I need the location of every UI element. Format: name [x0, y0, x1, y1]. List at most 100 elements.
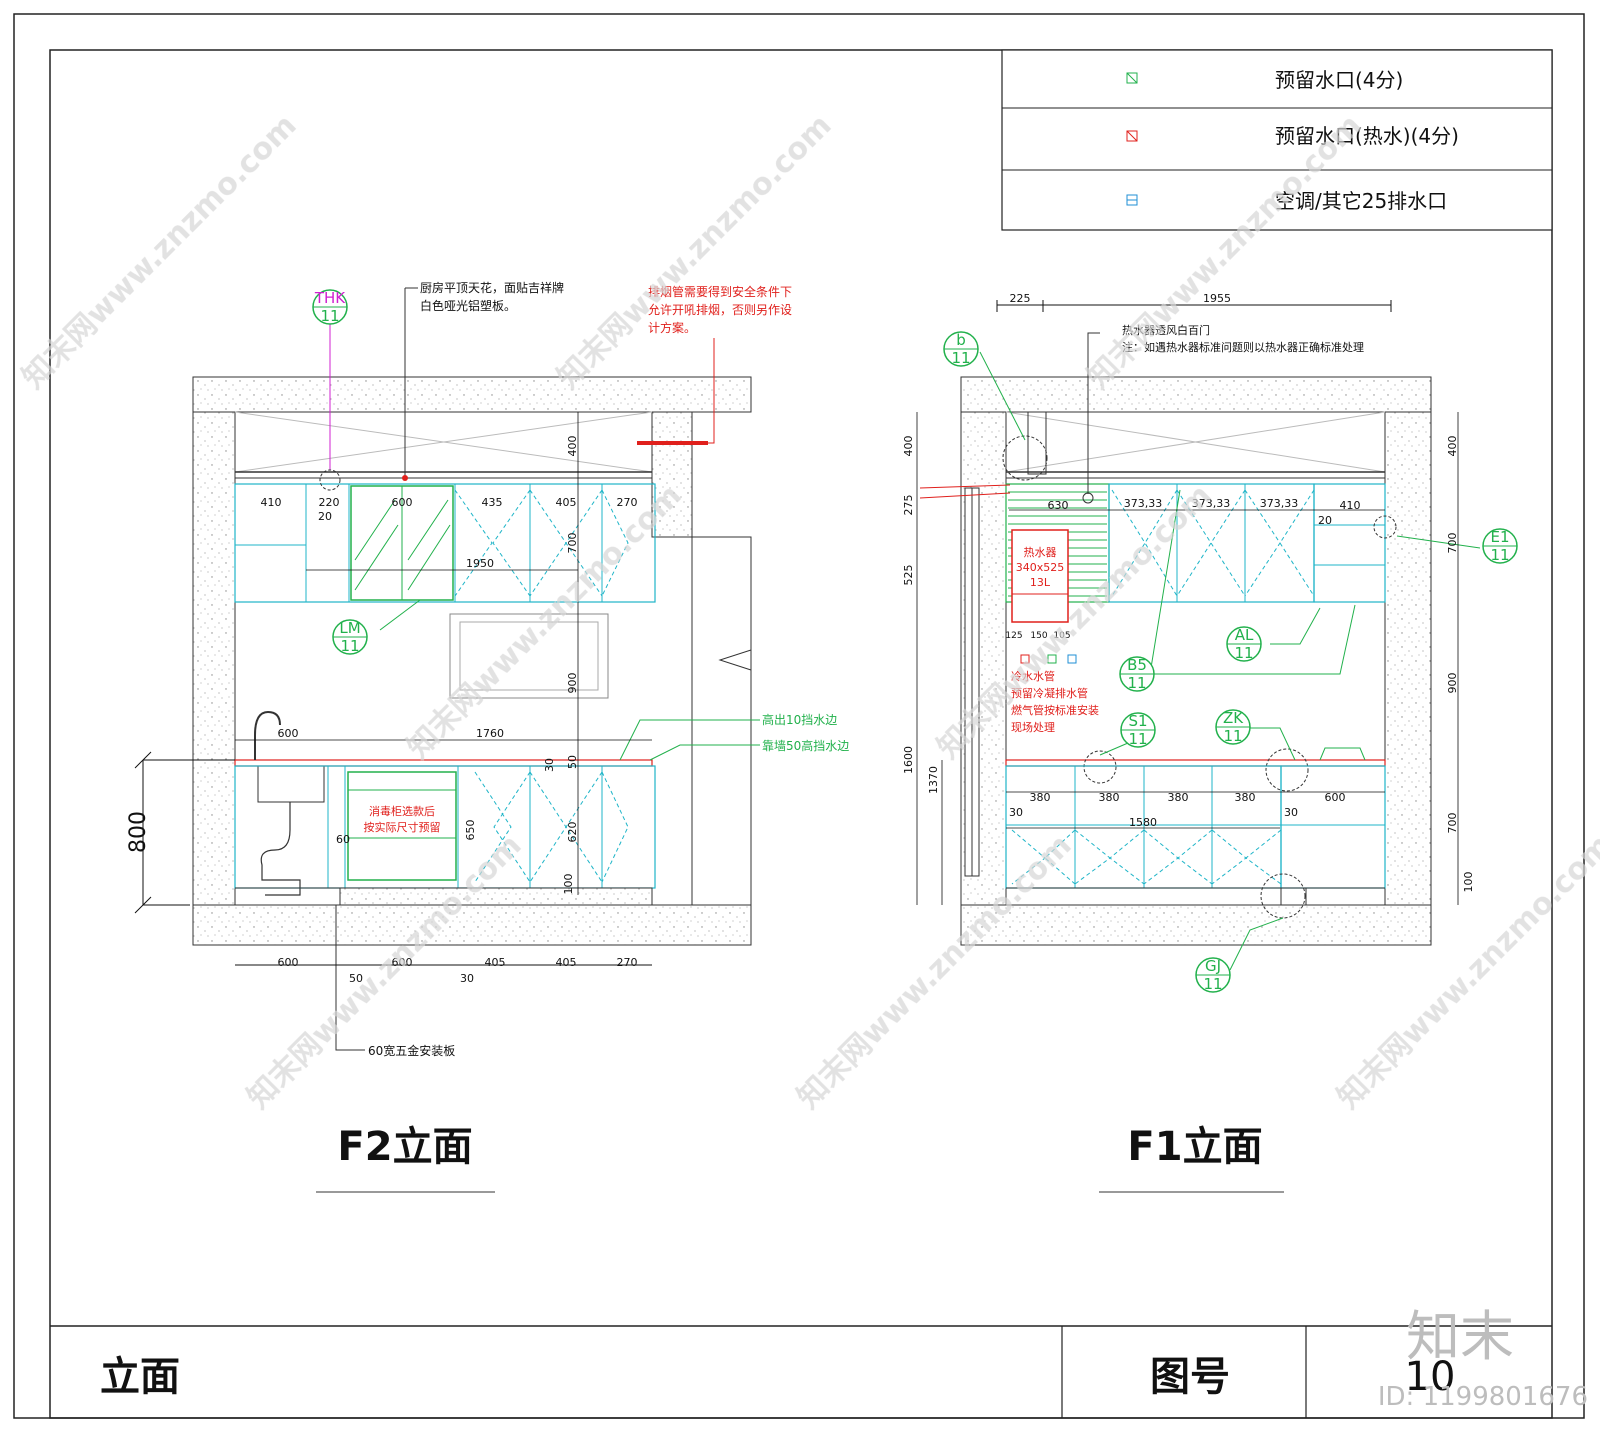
- f2-dim-800: 800: [126, 811, 151, 853]
- f1-dim-small: 150: [1030, 631, 1047, 641]
- f2-title: F2立面: [337, 1124, 472, 1170]
- watermark-text: 知末网www.znzmo.com: [551, 108, 839, 396]
- f1-dim-upper: 373,33: [1124, 497, 1163, 510]
- f1-dim-top: 225: [1010, 292, 1031, 305]
- watermark-text: 知末网www.znzmo.com: [241, 828, 529, 1116]
- f1-dim-left: 400: [902, 436, 915, 457]
- legend-icon-drain: [1126, 194, 1138, 206]
- f1-note-pipes-3: 燃气管按标准安装: [1011, 703, 1099, 717]
- svg-text:b: b: [956, 331, 966, 349]
- f2-note-edge-10: 高出10挡水边: [762, 712, 837, 727]
- f1-note-pipes-4: 现场处理: [1011, 720, 1055, 734]
- f1-dim-left: 525: [902, 565, 915, 586]
- f2-note-edge-50: 靠墙50高挡水边: [762, 738, 849, 753]
- f2-note-disinfect-1: 消毒柜选款后: [369, 804, 435, 818]
- f2-dim-bottom: 600: [278, 956, 299, 969]
- inner-border: [49, 49, 1553, 1419]
- f1-tag-b[interactable]: b 11: [943, 331, 979, 367]
- svg-text:THK: THK: [314, 289, 346, 307]
- f2-dim-1760: 1760: [476, 727, 504, 740]
- f1-dim-lower: 30: [1284, 806, 1298, 819]
- f2-dim-bottom: 30: [460, 972, 474, 985]
- f2-tag-thk[interactable]: THK 11: [312, 289, 348, 325]
- f1-tag-zk[interactable]: ZK 11: [1215, 709, 1251, 745]
- f2-dim-bottom: 405: [485, 956, 506, 969]
- titleblock-name: 立面: [100, 1354, 180, 1400]
- legend-label-cold-water: 预留水口(4分): [1275, 68, 1403, 92]
- f2-dim-top: 220: [319, 496, 340, 509]
- svg-text:11: 11: [1128, 730, 1147, 748]
- f2-dim-bottom: 600: [392, 956, 413, 969]
- f1-tag-gj[interactable]: GJ 11: [1195, 957, 1231, 993]
- f1-title: F1立面: [1127, 1124, 1262, 1170]
- watermark-id: ID: 1199801676: [1378, 1382, 1588, 1412]
- f2-note-hardware: 60宽五金安装板: [368, 1043, 455, 1058]
- f2-dim-vert: 650: [464, 820, 477, 841]
- f1-dim-top: 1955: [1203, 292, 1231, 305]
- f1-tag-s1[interactable]: S1 11: [1120, 712, 1156, 748]
- watermark-text: 知末网www.znzmo.com: [791, 828, 1079, 1116]
- f1-dim-right: 400: [1446, 436, 1459, 457]
- legend-label-hot-water: 预留水口(热水)(4分): [1275, 124, 1459, 148]
- f1-tag-b5[interactable]: B5 11: [1119, 656, 1155, 692]
- f2-dim-600: 600: [278, 727, 299, 740]
- f1-dim-right: 700: [1446, 813, 1459, 834]
- watermark-text: 知末网www.znzmo.com: [1331, 828, 1600, 1116]
- f1-dim-upper: 373,33: [1260, 497, 1299, 510]
- svg-text:11: 11: [1223, 727, 1242, 745]
- f1-dim-left: 1600: [902, 746, 915, 774]
- f1-dim-right: 700: [1446, 533, 1459, 554]
- f2-dim-vert: 100: [562, 874, 575, 895]
- f2-dim-vert: 700: [566, 533, 579, 554]
- f1-dim-upper: 410: [1340, 499, 1361, 512]
- svg-text:11: 11: [320, 307, 339, 325]
- f2-note-ceiling-1: 厨房平顶天花，面贴吉祥牌: [420, 280, 564, 295]
- f1-tag-e1[interactable]: E1 11: [1482, 528, 1518, 564]
- svg-text:11: 11: [340, 637, 359, 655]
- svg-text:11: 11: [1490, 546, 1509, 564]
- f1-heater-label-3: 13L: [1030, 576, 1051, 589]
- f1-dim-left: 275: [902, 495, 915, 516]
- f2-note-disinfect-2: 按实际尺寸预留: [364, 820, 441, 834]
- f1-heater-label-1: 热水器: [1024, 546, 1057, 559]
- f2-dim-top: 600: [392, 496, 413, 509]
- svg-text:GJ: GJ: [1205, 957, 1221, 975]
- f2-dim-60: 60: [336, 833, 350, 846]
- f1-elevation: [916, 300, 1481, 1193]
- titleblock-number-label: 图号: [1150, 1354, 1230, 1400]
- legend-label-drain: 空调/其它25排水口: [1275, 189, 1447, 213]
- f2-dim-top: 410: [261, 496, 282, 509]
- f1-heater-label-2: 340x525: [1016, 561, 1065, 574]
- f2-dim-bottom: 270: [617, 956, 638, 969]
- f1-dim-lower: 600: [1325, 791, 1346, 804]
- f1-dim-left: 1370: [927, 766, 940, 794]
- f2-tag-lm[interactable]: LM 11: [332, 619, 368, 655]
- f1-dim-upper: 630: [1048, 499, 1069, 512]
- f1-dim-small: 105: [1053, 631, 1070, 641]
- f2-note-exhaust-1: 排烟管需要得到安全条件下: [648, 284, 792, 299]
- f2-note-ceiling-2: 白色哑光铝塑板。: [420, 298, 516, 313]
- svg-text:S1: S1: [1128, 712, 1147, 730]
- svg-text:ZK: ZK: [1223, 709, 1244, 727]
- f1-dim-upper: 20: [1318, 514, 1332, 527]
- f2-dim-top: 270: [617, 496, 638, 509]
- f2-dim-vert: 400: [566, 436, 579, 457]
- f1-dim-upper: 373,33: [1192, 497, 1231, 510]
- f1-dim-lower: 380: [1030, 791, 1051, 804]
- svg-text:LM: LM: [339, 619, 360, 637]
- f1-dim-small: 125: [1005, 631, 1022, 641]
- f1-dim-lower: 1580: [1129, 816, 1157, 829]
- f1-dim-lower: 380: [1235, 791, 1256, 804]
- svg-text:AL: AL: [1235, 626, 1254, 644]
- f2-elevation: [134, 287, 760, 1193]
- f1-dim-lower: 30: [1009, 806, 1023, 819]
- f2-dim-vert: 900: [566, 673, 579, 694]
- f2-note-exhaust-2: 允许开吼排烟，否则另作设: [648, 302, 792, 317]
- f1-note-pipes-1: 冷水水管: [1011, 669, 1055, 683]
- f2-dim-bottom: 50: [349, 972, 363, 985]
- watermark-text: 知末网www.znzmo.com: [401, 478, 689, 766]
- f1-tag-al[interactable]: AL 11: [1226, 626, 1262, 662]
- legend-icon-cold-water: [1126, 72, 1138, 84]
- f2-dim-bottom: 405: [556, 956, 577, 969]
